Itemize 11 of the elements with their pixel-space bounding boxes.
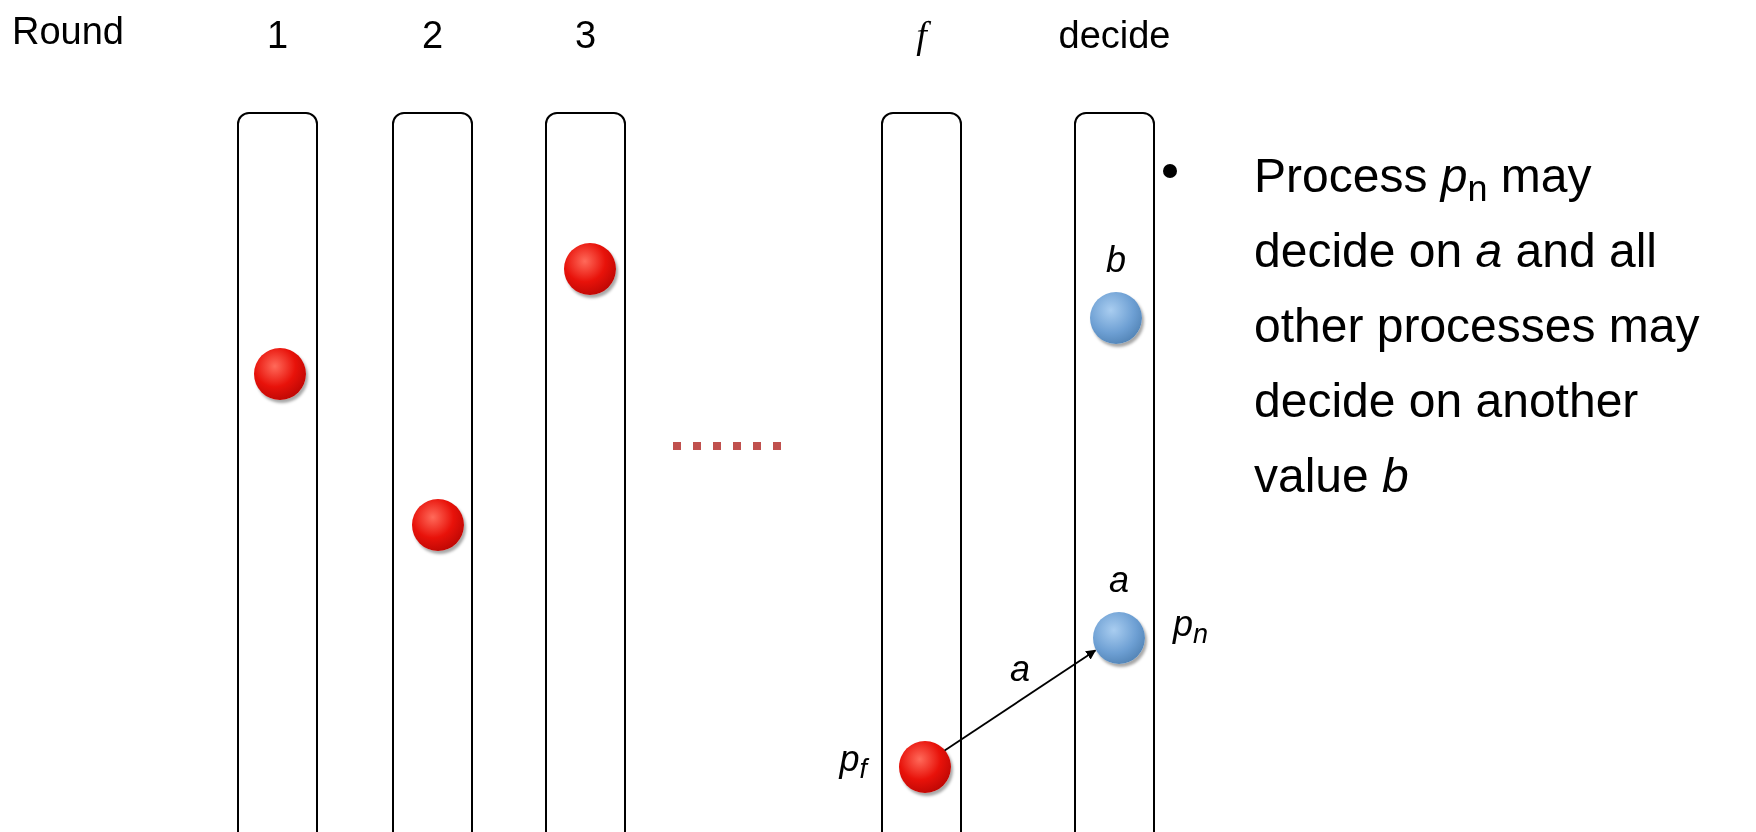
edge-label: a bbox=[1010, 650, 1031, 687]
bullet-text: Process p$_{n}$ may decide on a and all other processes may decide on another value b bbox=[1254, 148, 1701, 504]
value-label: a bbox=[1109, 562, 1129, 598]
value-label: b bbox=[1106, 242, 1126, 278]
column-header: decide bbox=[1058, 16, 1171, 54]
column-header: 1 bbox=[266, 16, 289, 54]
column-header: 3 bbox=[574, 16, 597, 54]
arrow bbox=[943, 649, 1097, 752]
column-header: 2 bbox=[421, 16, 444, 54]
process-label: p$_{n}$ bbox=[1173, 606, 1209, 642]
row-header: Round bbox=[12, 12, 124, 50]
